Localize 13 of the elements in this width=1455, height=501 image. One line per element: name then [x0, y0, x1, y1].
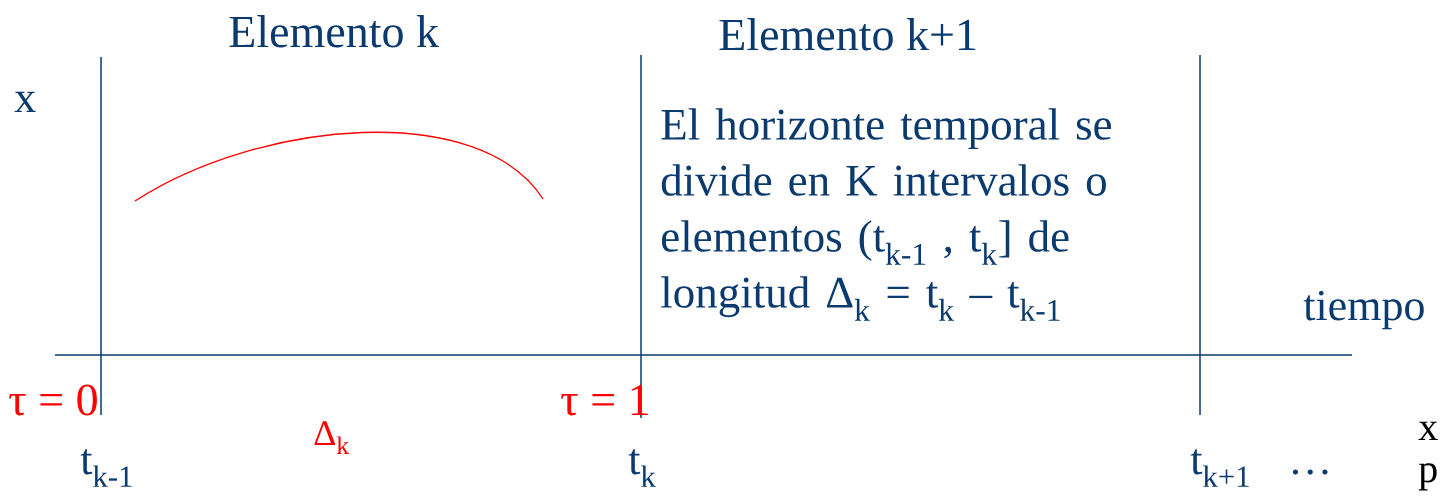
- description-text: El horizonte temporal se divide en K intervalos o elementos (t$_{k-1}$ , t$_{k}$] de longitud Δ$_{k}$ = t$_{k}$ – t$_{k-1}$: [661, 108, 1112, 321]
- element-heading: Elemento k: [229, 15, 440, 48]
- element-heading: Elemento k+1: [719, 18, 976, 51]
- tick-label: t$_{k+1}$: [1190, 449, 1249, 487]
- interval-label: Δ$_{k}$: [314, 421, 349, 454]
- axis-label: x: [14, 91, 36, 112]
- axis-label: tiempo: [1303, 290, 1424, 330]
- parameter-label: τ = 0: [9, 384, 97, 416]
- side-label: x: [1418, 421, 1438, 440]
- side-label: p: [1418, 463, 1437, 491]
- tick-label: t$_{k-1}$: [80, 449, 132, 487]
- ellipsis: …: [1292, 469, 1328, 475]
- tick-label: t$_{k}$: [628, 449, 656, 487]
